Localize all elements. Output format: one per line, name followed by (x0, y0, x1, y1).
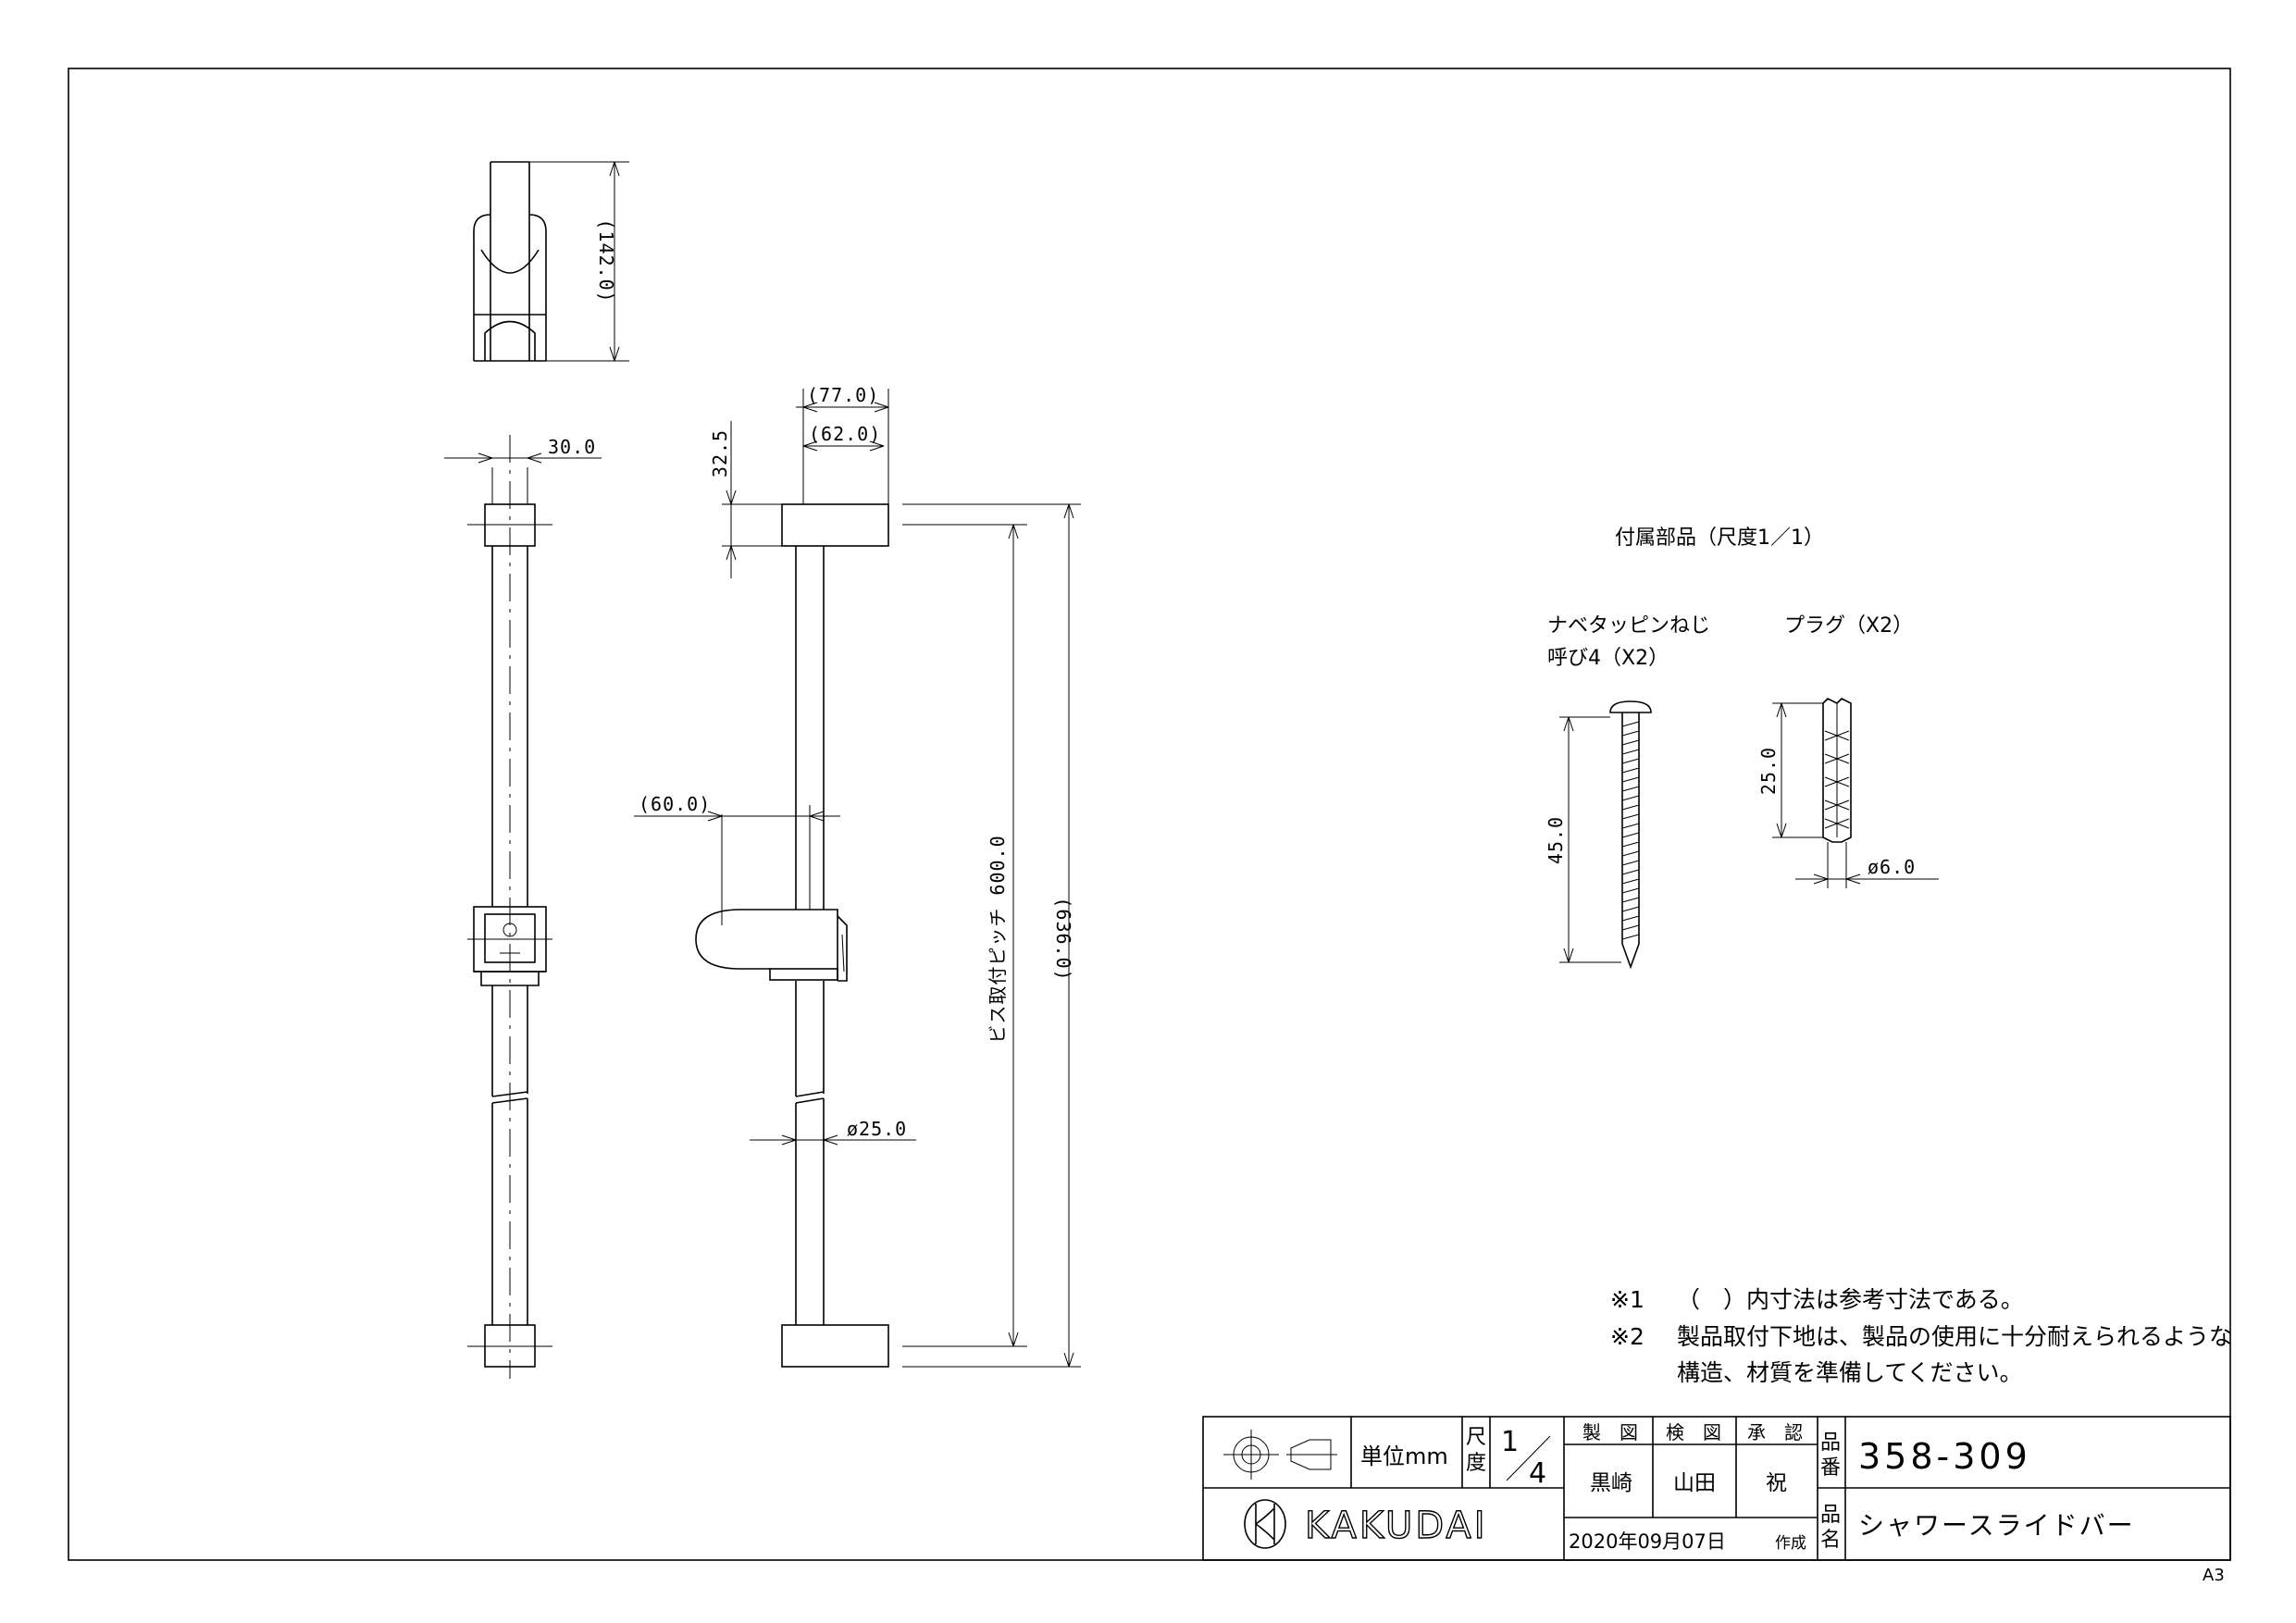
part-name-label-1: 品 (1820, 1504, 1841, 1527)
wall-plug (1822, 698, 1852, 843)
title-block (1202, 1416, 2231, 1561)
made-name: 黒崎 (1590, 1471, 1632, 1495)
dimension-62: (62.0) (802, 423, 885, 452)
sheet-size: A3 (2203, 1566, 2225, 1585)
projection-symbol (1223, 1430, 1337, 1480)
note2-line2: 構造、材質を準備してください。 (1677, 1359, 2023, 1386)
scale-numerator: 1 (1501, 1426, 1519, 1458)
dimension-60: (60.0) (634, 793, 840, 925)
part-no-label-1: 品 (1820, 1431, 1841, 1455)
dimension-25: ø25.0 (750, 1118, 916, 1146)
dim-62-label: (62.0) (809, 423, 881, 445)
scale-label-2: 度 (1466, 1452, 1486, 1475)
dim-45-label: 45.0 (1545, 816, 1567, 864)
screw-label-line2: 呼び4（X2） (1547, 647, 1669, 670)
creation-date: 2020年09月07日 (1569, 1530, 1726, 1553)
dim-142-label: (142.0) (595, 218, 617, 303)
dimension-77: (77.0) (796, 384, 889, 504)
dim-600-label: ビス取付ピッチ 600.0 (987, 835, 1009, 1043)
dim-30-label: 30.0 (548, 436, 596, 458)
bar-side-view (695, 503, 889, 1368)
check-name: 山田 (1673, 1471, 1716, 1495)
dimension-600: ビス取付ピッチ 600.0 (902, 524, 1027, 1347)
note2-line1: 製品取付下地は、製品の使用に十分耐えられるような (1677, 1323, 2232, 1350)
part-name: シャワースライドバー (1858, 1510, 2135, 1541)
part-number: 358-309 (1858, 1436, 2031, 1477)
accessories-title: 付属部品（尺度1／1） (1615, 527, 1824, 550)
screw-label-line1: ナベタッピンねじ (1547, 614, 1710, 638)
dim-60-label: (60.0) (639, 793, 711, 815)
dimension-45: 45.0 (1545, 716, 1621, 963)
holder-side-view (473, 161, 547, 362)
dimension-6: ø6.0 (1795, 842, 1939, 888)
dim-636-label: (636.0) (1052, 897, 1074, 981)
company-name: KAKUDAI (1305, 1505, 1488, 1547)
dimension-636: (636.0) (902, 503, 1081, 1368)
drawing-frame (68, 68, 2231, 1561)
unit-label: 単位mm (1360, 1443, 1448, 1469)
dim-6-label: ø6.0 (1868, 856, 1916, 878)
tapping-screw (1609, 700, 1652, 970)
dim-25-plug-label: 25.0 (1757, 747, 1780, 795)
approve-name: 祝 (1766, 1471, 1787, 1495)
note1-mark: ※1 (1610, 1286, 1644, 1313)
approve-label: 承 認 (1747, 1421, 1803, 1443)
dimension-25-plug: 25.0 (1757, 702, 1823, 838)
dim-32-5-label: 32.5 (709, 429, 731, 477)
check-label: 検 図 (1666, 1421, 1721, 1443)
date-suffix: 作成 (1775, 1534, 1806, 1553)
dim-25-label: ø25.0 (847, 1118, 907, 1140)
part-no-label-2: 番 (1820, 1456, 1841, 1480)
part-name-label-2: 名 (1820, 1529, 1841, 1552)
bar-front-view (467, 435, 552, 1379)
dimension-32-5: 32.5 (709, 421, 782, 578)
dimension-142: (142.0) (529, 161, 629, 362)
note2-mark: ※2 (1610, 1323, 1644, 1350)
plug-label: プラグ（X2） (1784, 614, 1913, 638)
note1-text: （ ）内寸法は参考寸法である。 (1677, 1286, 2024, 1313)
dim-77-label: (77.0) (807, 384, 879, 406)
scale-slash (1506, 1435, 1551, 1481)
scale-denominator: 4 (1529, 1457, 1546, 1490)
company-logo: KAKUDAI (1244, 1499, 1488, 1549)
scale-label-1: 尺 (1466, 1426, 1486, 1449)
made-label: 製 図 (1582, 1421, 1638, 1443)
dimension-30: 30.0 (444, 436, 602, 504)
